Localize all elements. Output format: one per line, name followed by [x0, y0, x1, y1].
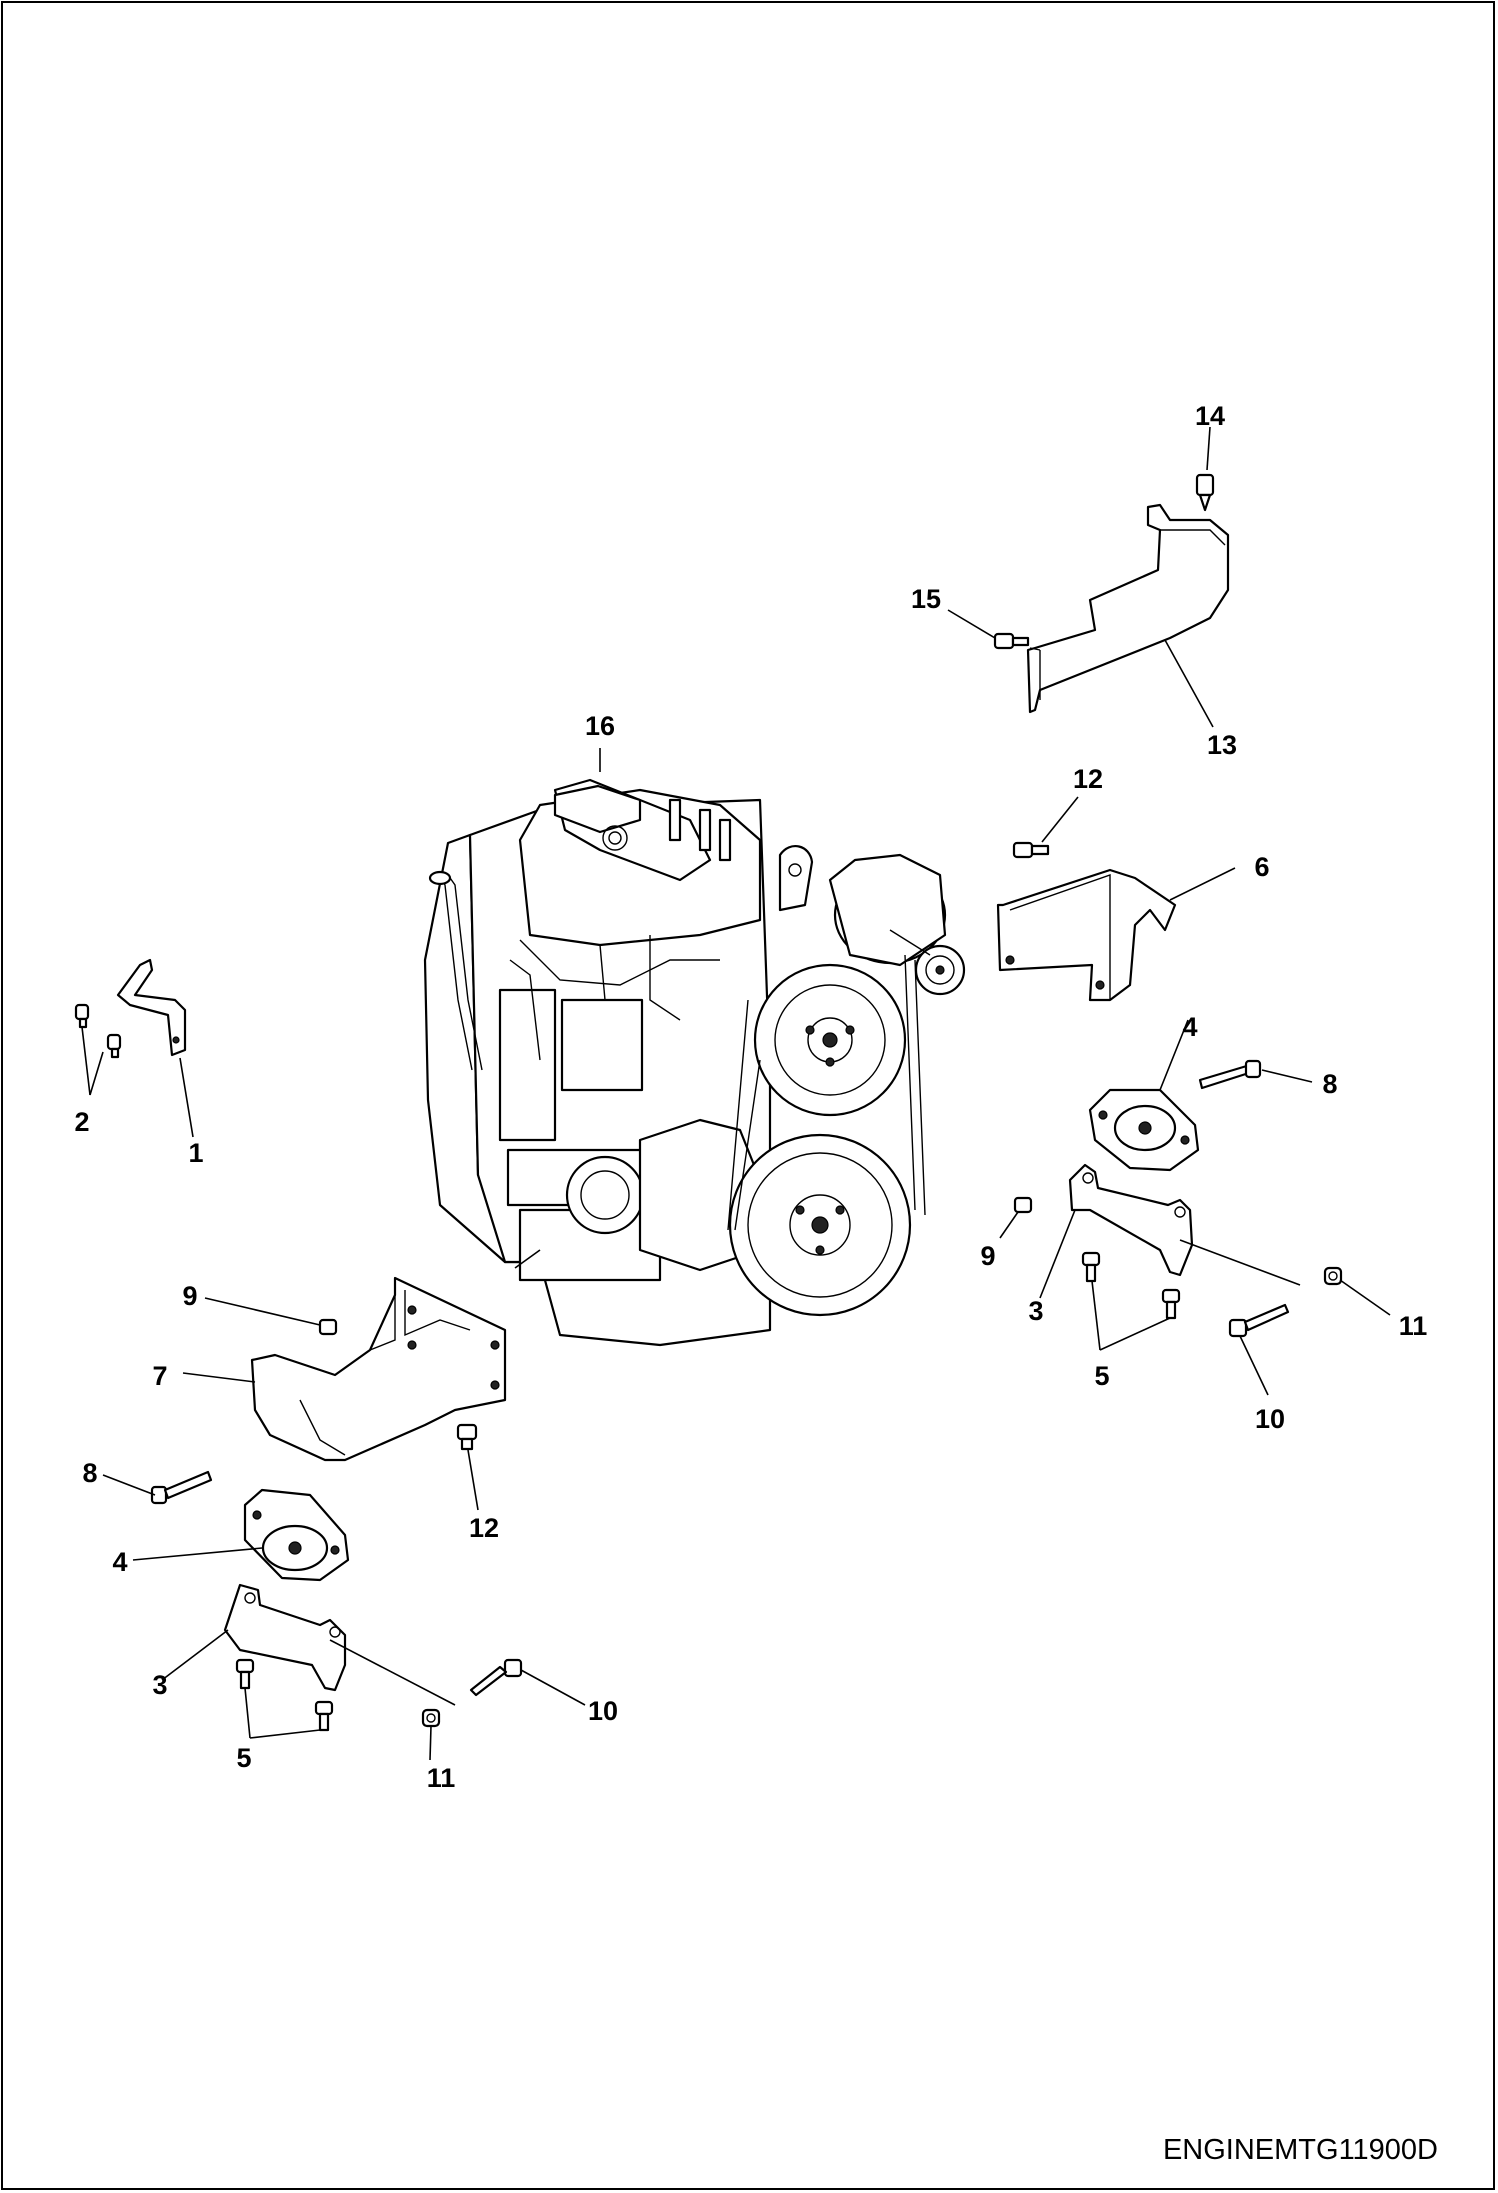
callout-6: 6 [1254, 852, 1269, 882]
callout-11-right: 11 [1399, 1311, 1428, 1341]
callout-2: 2 [74, 1107, 89, 1137]
drawing-code: ENGINEMTG11900D [1163, 2134, 1438, 2166]
callout-10-right: 10 [1255, 1404, 1285, 1434]
callout-13: 13 [1207, 730, 1237, 760]
bolt-part-5-right-b [1161, 1288, 1181, 1320]
bolt-part-8-left [150, 1470, 213, 1505]
engine-mount-part-4-left [243, 1488, 350, 1582]
push-rivet-part-14 [1195, 473, 1215, 512]
mount-bracket-part-6 [996, 868, 1177, 1002]
bolt-part-5-left-b [314, 1700, 334, 1732]
screw-part-15 [993, 632, 1030, 650]
nut-part-9-left [318, 1318, 338, 1336]
callout-11-left: 11 [427, 1763, 456, 1793]
callout-4-left: 4 [112, 1547, 127, 1577]
bolt-part-8-right [1198, 1059, 1262, 1090]
mount-bracket-part-3-right [1068, 1163, 1194, 1277]
mount-bracket-part-7 [250, 1276, 507, 1462]
heat-shield-part-13 [1026, 503, 1230, 714]
callout-12-right: 12 [1073, 764, 1103, 794]
callout-labels: 14 15 13 16 12 6 4 8 9 3 11 5 10 2 1 9 7… [74, 401, 1427, 1793]
callout-8-left: 8 [82, 1458, 97, 1488]
nut-part-9-right [1013, 1196, 1033, 1214]
bolt-part-12-right [1012, 841, 1050, 859]
engine-assembly [423, 778, 966, 1347]
callout-3-left: 3 [152, 1670, 167, 1700]
bolt-part-2-a [74, 1003, 90, 1029]
callout-10-left: 10 [588, 1696, 618, 1726]
callout-12-left: 12 [469, 1513, 499, 1543]
callout-9-right: 9 [980, 1241, 995, 1271]
bolt-part-5-right-a [1081, 1251, 1101, 1283]
bolt-part-2-b [106, 1033, 122, 1059]
callout-5-left: 5 [236, 1743, 251, 1773]
callout-15: 15 [911, 584, 941, 614]
callout-8-right: 8 [1322, 1069, 1337, 1099]
callout-4-right: 4 [1182, 1012, 1197, 1042]
callout-1: 1 [188, 1138, 203, 1168]
callout-16: 16 [585, 711, 615, 741]
callout-14: 14 [1195, 401, 1225, 431]
leader-lines [81, 426, 1391, 1761]
bolt-part-10-left [469, 1658, 523, 1697]
callout-7: 7 [152, 1361, 167, 1391]
nut-part-11-right [1323, 1266, 1343, 1286]
bolt-part-10-right [1228, 1303, 1290, 1338]
mount-bracket-part-3-left [223, 1583, 347, 1692]
bolt-part-12-left [456, 1423, 478, 1451]
callout-9-left: 9 [182, 1281, 197, 1311]
bolt-part-5-left-a [235, 1658, 255, 1690]
callout-5-right: 5 [1094, 1361, 1109, 1391]
bracket-part-1 [116, 958, 187, 1057]
nut-part-11-left [421, 1708, 441, 1728]
engine-mount-part-4-right [1088, 1088, 1200, 1172]
callout-3-right: 3 [1028, 1296, 1043, 1326]
